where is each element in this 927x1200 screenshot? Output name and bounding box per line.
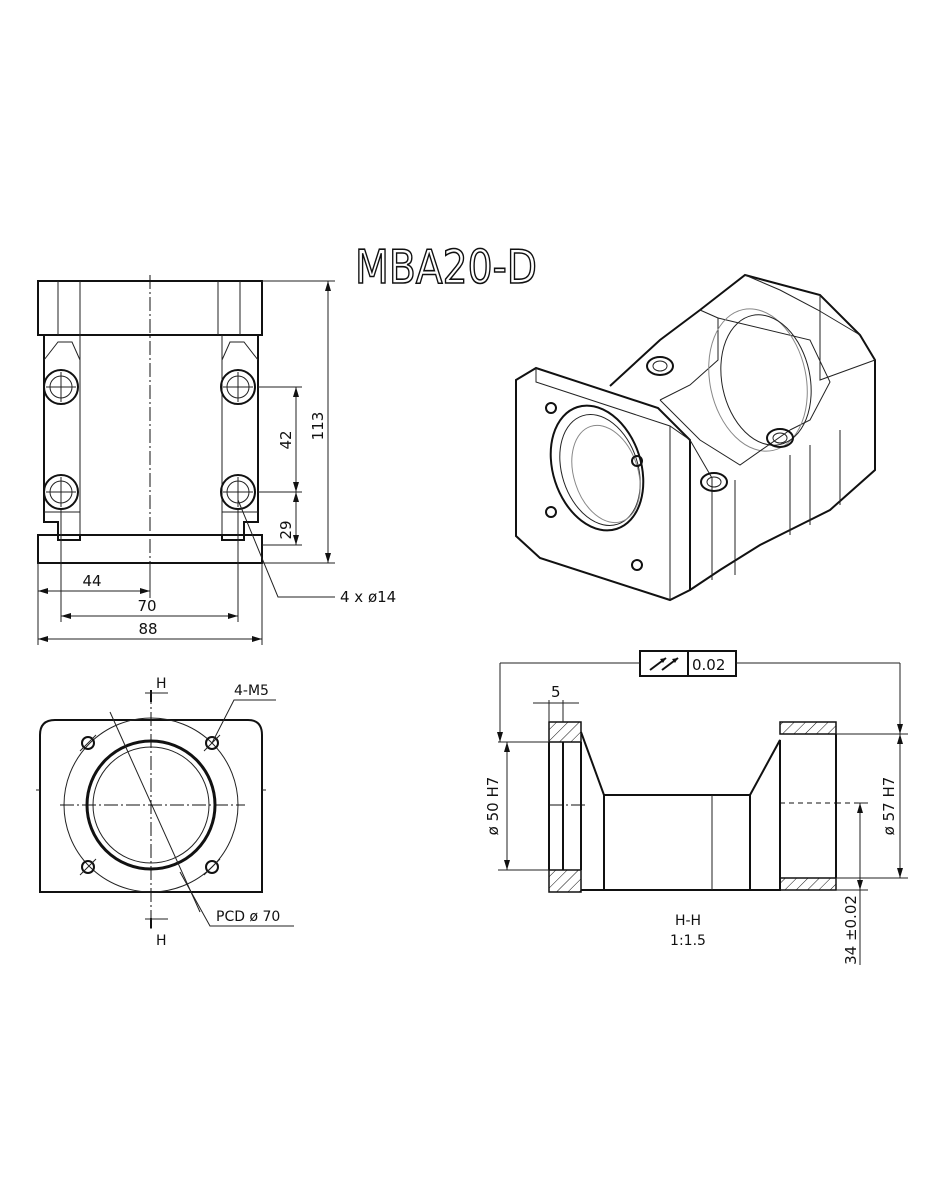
runout-tolerance: 0.02	[692, 656, 725, 674]
counterbore-hole-icon	[646, 356, 674, 376]
section-mark-top: H	[156, 676, 167, 692]
mounting-hole-icon	[220, 474, 256, 510]
dim-88: 88	[138, 620, 157, 638]
dim-29: 29	[277, 520, 295, 539]
tapped-hole-icon	[79, 858, 97, 876]
tapped-hole-icon	[79, 734, 97, 752]
isometric-view	[515, 273, 876, 602]
dim-42: 42	[277, 430, 295, 449]
front-view: 113 42 29 4 x ø14 44 70 8	[37, 275, 396, 645]
bore-right: ø 57 H7	[880, 777, 898, 836]
side-view: H H 4-M5 PCD ø 70	[36, 676, 294, 949]
mounting-hole-icon	[43, 474, 79, 510]
dim-70: 70	[137, 597, 156, 615]
mounting-hole-icon	[43, 369, 79, 405]
dim-113: 113	[309, 412, 327, 441]
scale-label: 1:1.5	[670, 933, 706, 949]
pcd-callout: PCD ø 70	[216, 909, 280, 925]
thread-callout: 4-M5	[234, 683, 269, 699]
tapped-hole-icon	[203, 858, 221, 876]
section-mark-bottom: H	[156, 933, 167, 949]
drawing-title: MBA20-D	[355, 240, 537, 294]
dim-44: 44	[82, 572, 101, 590]
section-label: H-H	[675, 913, 701, 929]
section-view: 0.02 5 ø 50 H7 ø 57 H7 34 ±0.02 H-H	[484, 650, 908, 965]
mounting-hole-icon	[220, 369, 256, 405]
counterbore-hole-icon	[766, 428, 794, 448]
counterbore-hole-icon	[700, 472, 728, 492]
hole-callout: 4 x ø14	[340, 588, 396, 606]
dim-5: 5	[551, 683, 561, 701]
runout-symbol-icon	[649, 657, 679, 671]
bore-left: ø 50 H7	[484, 777, 502, 836]
height-dim: 34 ±0.02	[842, 895, 860, 965]
